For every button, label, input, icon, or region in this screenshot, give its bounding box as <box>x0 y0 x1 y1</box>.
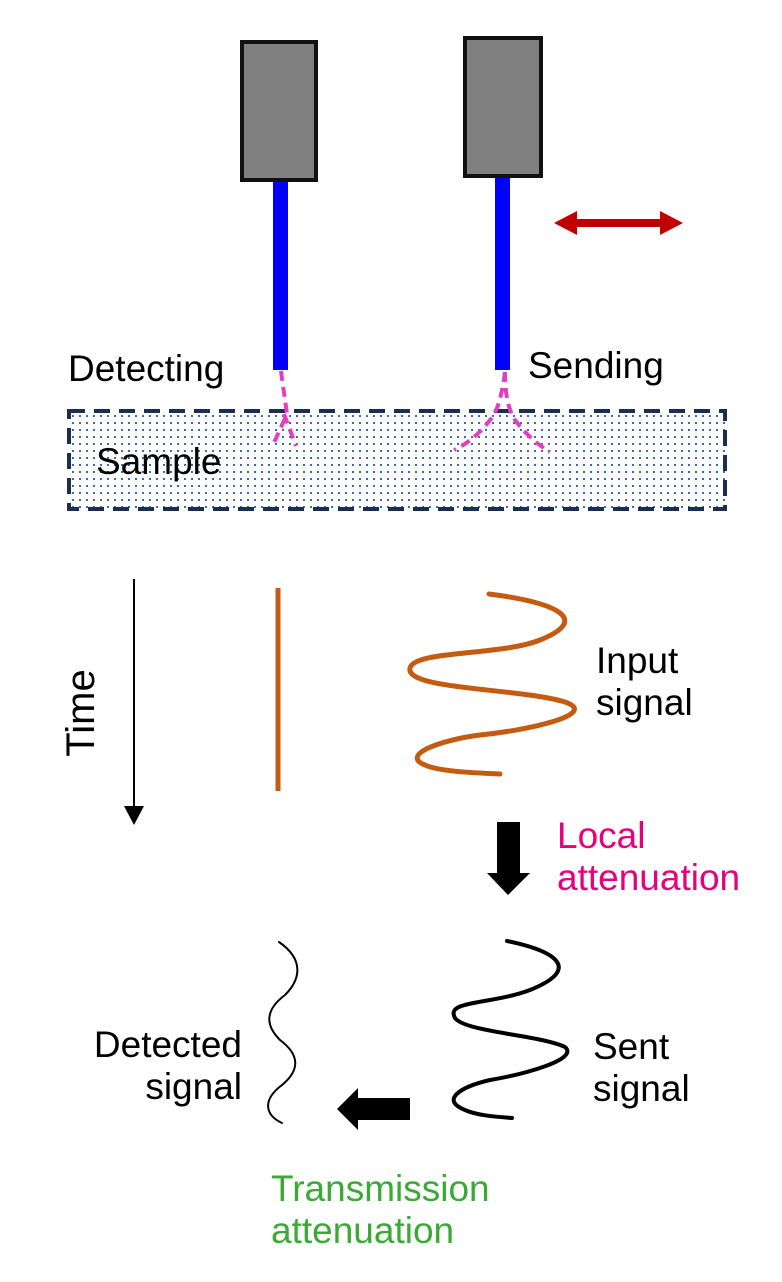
detecting-beam <box>270 370 298 448</box>
time-label: Time <box>59 669 103 757</box>
detected-signal-wave <box>267 941 299 1124</box>
transmission-attenuation-label: Transmission attenuation <box>271 1168 490 1251</box>
detected-signal-label: Detected signal <box>93 1024 242 1107</box>
detecting-probe <box>240 40 318 370</box>
sending-beam <box>453 371 552 454</box>
block-arrow-left-icon <box>337 1088 410 1130</box>
sending-probe-rod <box>495 178 510 370</box>
detecting-probe-body <box>240 40 318 182</box>
sending-label: Sending <box>528 345 664 386</box>
detecting-label: Detecting <box>68 348 225 389</box>
double-headed-arrow-icon <box>554 211 683 235</box>
input-signal-label: Input signal <box>596 640 693 723</box>
sample-label: Sample <box>96 441 222 482</box>
detecting-probe-rod <box>273 182 288 370</box>
input-signal-wave <box>407 591 577 777</box>
local-attenuation-label: Local attenuation <box>557 815 741 898</box>
sent-signal-label: Sent signal <box>593 1026 690 1109</box>
sending-probe <box>463 36 543 370</box>
block-arrow-down-icon <box>487 822 530 895</box>
sample-region <box>67 409 727 511</box>
sending-probe-body <box>463 36 543 178</box>
sample-box <box>67 409 727 511</box>
sent-signal-wave <box>451 939 570 1120</box>
time-arrow-icon <box>124 579 144 825</box>
